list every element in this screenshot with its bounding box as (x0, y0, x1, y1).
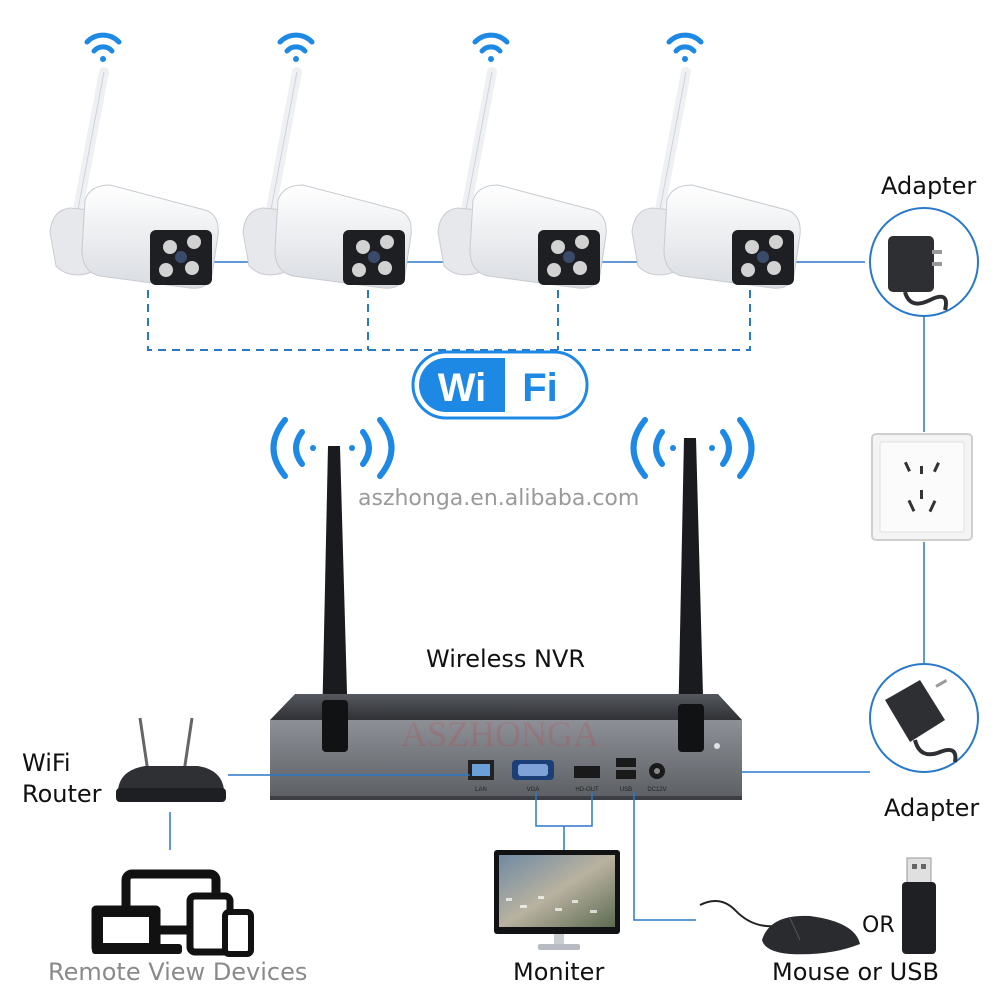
power-adapter-icon (888, 236, 948, 311)
wifi-router-label-line2: Router (22, 780, 102, 808)
usb-connection-line (633, 792, 696, 921)
nvr-wifi-signal-left (270, 417, 395, 479)
usb-drive (902, 857, 936, 954)
wifi-router-label-line1: WiFi (22, 749, 71, 777)
usb-port-label: USB (620, 787, 632, 793)
camera-4 (631, 32, 801, 289)
wireless-nvr-label: Wireless NVR (426, 645, 586, 673)
nvr-wifi-signal-right (630, 417, 755, 479)
camera-3 (437, 32, 607, 289)
wifi-router (116, 717, 226, 802)
camera-2 (242, 32, 412, 289)
wifi-router-label: WiFi Router (22, 748, 102, 810)
lan-port-label: LAN (475, 787, 487, 793)
monitor (494, 850, 620, 950)
camera-1 (49, 32, 219, 289)
or-label: OR (862, 913, 895, 938)
wireless-nvr: ASZHONGA LAN VGA HD-OUT USB DC12V (270, 694, 742, 800)
wifi-signal-icon (666, 32, 704, 62)
wifi-signal-icon (277, 32, 315, 62)
wifi-dashed-links (147, 290, 751, 351)
socket-holes-icon (903, 461, 940, 513)
adapter-bottom (869, 663, 979, 773)
lan-port: LAN (468, 760, 494, 793)
usb-ports: USB (616, 758, 636, 793)
wifi-signal-icon (84, 32, 122, 62)
wifi-badge: Wi Fi (411, 350, 589, 420)
dc-port: DC12V (647, 763, 667, 793)
vga-port: VGA (512, 760, 554, 793)
adapter-top-label: Adapter (881, 172, 977, 200)
remote-view-devices-label: Remote View Devices (48, 958, 308, 986)
hdmi-port-label: HD-OUT (575, 787, 599, 793)
wifi-signal-icon (472, 32, 510, 62)
vga-port-label: VGA (527, 787, 540, 793)
wall-socket (871, 433, 973, 541)
laptop-base (92, 944, 182, 954)
mouse-or-usb-label: Mouse or USB (772, 958, 939, 986)
wifi-badge-part1: Wi (438, 366, 487, 410)
power-adapter-icon (885, 679, 958, 763)
adapter-top (869, 207, 979, 317)
hdmi-port: HD-OUT (574, 766, 600, 793)
site-watermark: aszhonga.en.alibaba.com (358, 486, 640, 511)
monitor-label: Moniter (513, 958, 605, 986)
mouse (699, 900, 860, 955)
adapter-bottom-label: Adapter (884, 794, 980, 822)
remote-view-devices-icon (91, 869, 254, 957)
nvr-brand-watermark: ASZHONGA (401, 714, 599, 754)
wifi-badge-part2: Fi (522, 366, 558, 410)
monitor-connection-lines (535, 792, 593, 850)
dc-port-label: DC12V (647, 787, 666, 793)
